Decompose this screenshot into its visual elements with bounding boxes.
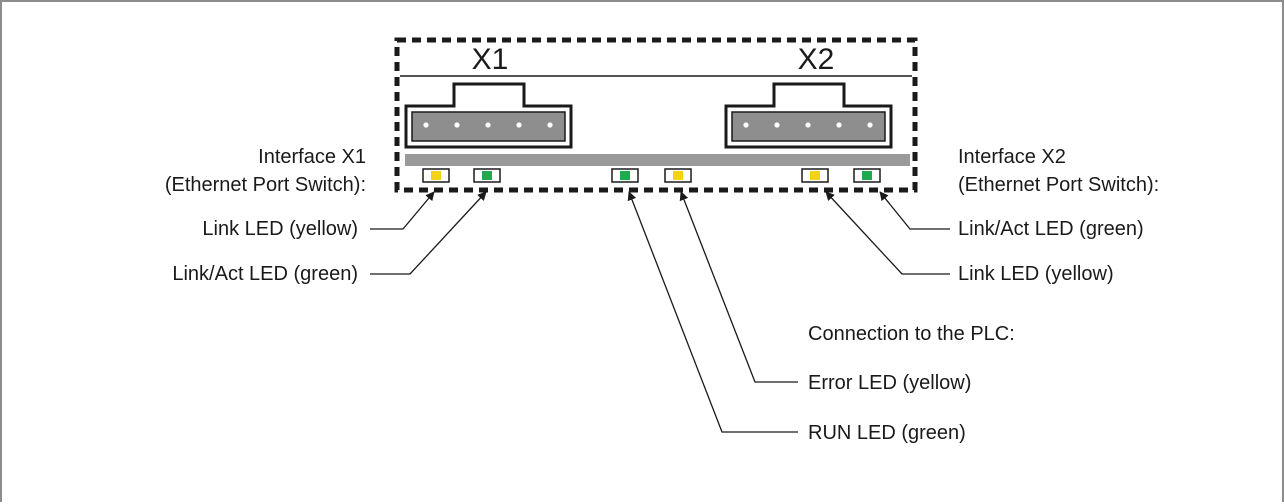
connector-x2 — [724, 82, 893, 149]
interface-x1-title: Interface X1 — [258, 146, 366, 168]
label-run-led: RUN LED (green) — [808, 422, 966, 444]
label-x2-linkact-led: Link/Act LED (green) — [958, 218, 1144, 240]
label-x2-link-led: Link LED (yellow) — [958, 263, 1114, 285]
leader-error — [679, 191, 798, 383]
leader-x1-linkact — [370, 191, 487, 275]
led-x2-linkact-green — [853, 168, 881, 183]
x1-label: X1 — [472, 43, 509, 76]
interface-x2-title: Interface X2 — [958, 146, 1066, 168]
interface-x1-subtitle: (Ethernet Port Switch): — [165, 174, 366, 196]
leader-x2-linkact — [879, 191, 950, 230]
leader-x2-link — [825, 191, 950, 275]
label-error-led: Error LED (yellow) — [808, 372, 971, 394]
led-run-green — [611, 168, 639, 183]
led-error-yellow — [664, 168, 692, 183]
connector-x1 — [404, 82, 573, 149]
leader-run — [627, 191, 798, 433]
led-x2-link-yellow — [801, 168, 829, 183]
plc-title: Connection to the PLC: — [808, 323, 1015, 345]
label-x1-link-led: Link LED (yellow) — [202, 218, 358, 240]
interface-x2-subtitle: (Ethernet Port Switch): — [958, 174, 1159, 196]
led-x1-linkact-green — [473, 168, 501, 183]
label-x1-linkact-led: Link/Act LED (green) — [172, 263, 358, 285]
leader-x1-link — [370, 191, 435, 230]
board-strip — [405, 154, 910, 166]
module-outline — [394, 37, 918, 193]
led-x1-link-yellow — [422, 168, 450, 183]
leader-lines — [370, 191, 950, 433]
x2-label: X2 — [798, 43, 835, 76]
